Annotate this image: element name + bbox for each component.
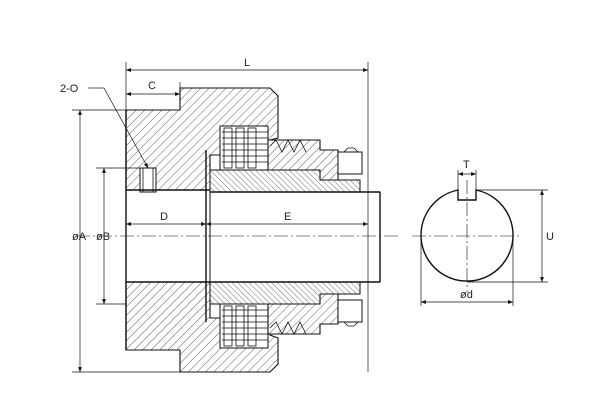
label-phid: ød	[460, 289, 473, 301]
friction-pack-bottom	[219, 293, 363, 349]
label-d-upper: D	[160, 211, 168, 223]
label-c: C	[148, 80, 156, 92]
label-l: L	[244, 57, 250, 69]
dimension-d: D	[126, 211, 206, 226]
bore-end-view: T U ød	[412, 159, 554, 306]
label-setscrew: 2-O	[60, 83, 79, 95]
label-t: T	[463, 159, 470, 171]
friction-pack-top	[219, 125, 363, 181]
label-phiA: øA	[72, 231, 87, 243]
label-e: E	[284, 211, 291, 223]
dimension-e: E	[206, 211, 368, 226]
setscrew-hole	[139, 167, 157, 193]
dimension-phiB: øB	[96, 167, 140, 305]
label-u: U	[546, 231, 554, 243]
label-phiB: øB	[96, 231, 110, 243]
dimension-c: C	[126, 80, 181, 110]
setscrew-callout: 2-O	[60, 83, 149, 169]
dimension-phiA: øA	[72, 109, 180, 373]
dimension-l: L	[125, 57, 369, 372]
